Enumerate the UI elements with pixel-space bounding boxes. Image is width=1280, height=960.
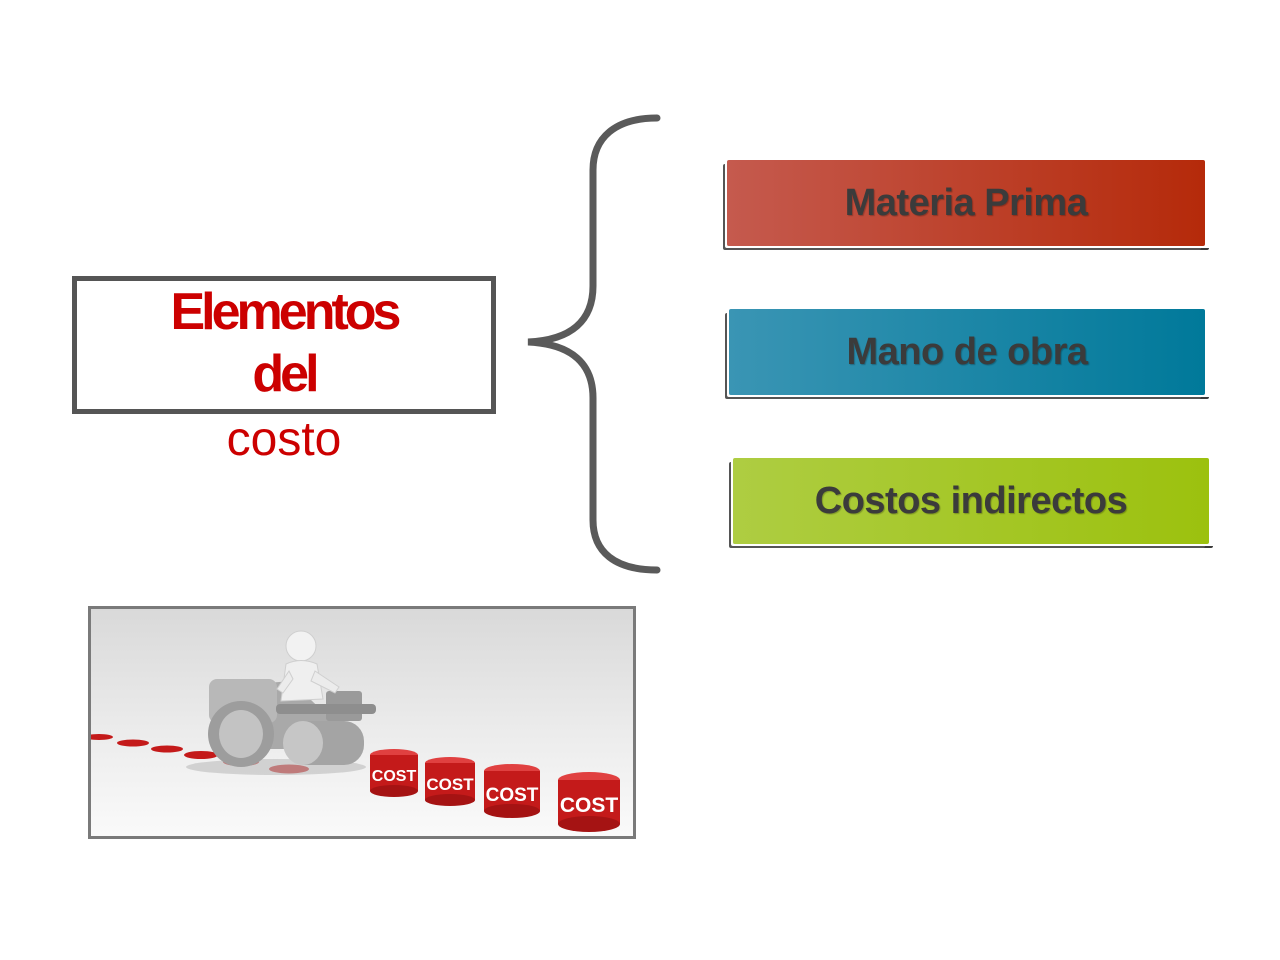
curly-brace	[527, 114, 661, 574]
brace-path	[527, 114, 661, 574]
title-box: Elementos del	[72, 276, 496, 414]
coin-text: COST	[372, 768, 417, 785]
category-face: Costos indirectos	[733, 458, 1209, 544]
category-label: Costos indirectos	[814, 479, 1128, 522]
cost-coins: COST COST COST CO	[370, 749, 620, 832]
white-figure	[276, 630, 340, 702]
category-face: Mano de obra	[729, 309, 1205, 395]
category-mano-de-obra: Mano de obra	[729, 309, 1209, 399]
coin-text: COST	[560, 794, 619, 817]
cost-roller-illustration: COST COST COST CO	[91, 630, 620, 832]
road-roller	[186, 679, 376, 775]
title-line-2: del	[252, 345, 319, 403]
cost-coin: COST	[370, 749, 418, 797]
coin-text: COST	[426, 775, 474, 794]
coin-text: COST	[486, 785, 539, 806]
category-face: Materia Prima	[727, 160, 1205, 246]
cost-coin: COST	[484, 764, 540, 818]
category-costos-indirectos: Costos indirectos	[733, 458, 1213, 548]
category-label: Materia Prima	[844, 181, 1088, 224]
cost-coin: COST	[558, 772, 620, 832]
title-line-1: Elementos	[170, 283, 402, 341]
category-label: Mano de obra	[846, 330, 1088, 373]
title-line-3: costo	[226, 413, 342, 466]
cost-coin: COST	[425, 757, 475, 806]
cost-roller-image: COST COST COST CO	[88, 606, 636, 839]
category-materia-prima: Materia Prima	[727, 160, 1209, 250]
